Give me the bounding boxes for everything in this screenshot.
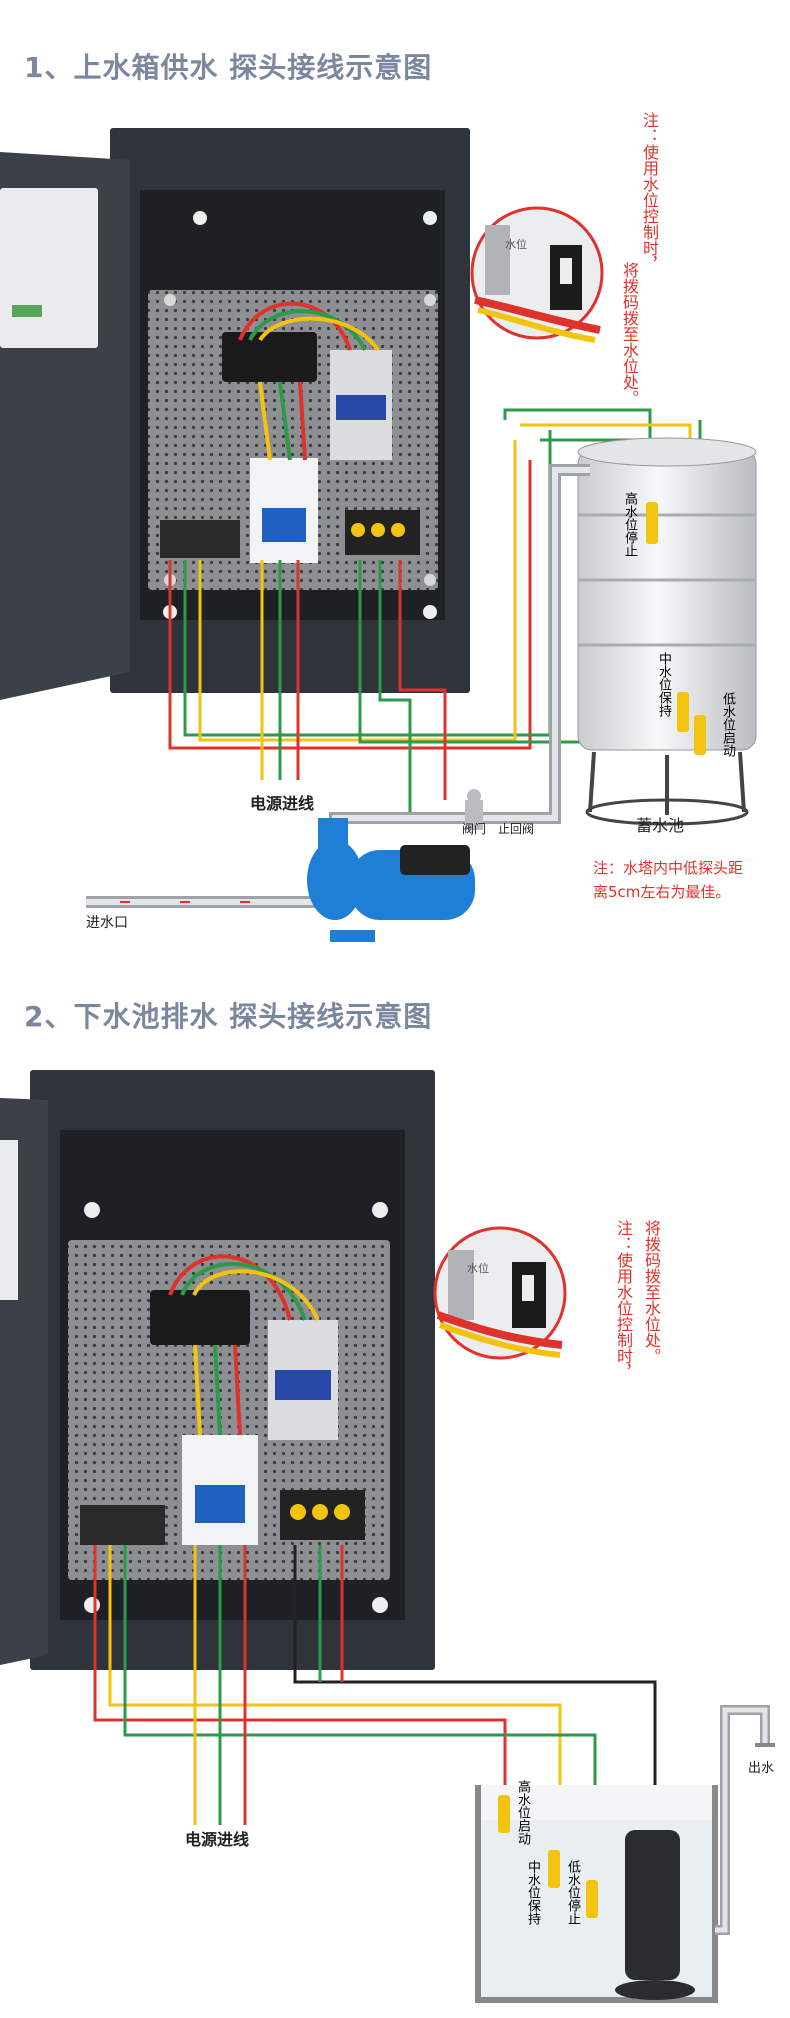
probe-high-1 xyxy=(646,502,658,544)
power-label-2: 电源进线 xyxy=(185,1830,250,1849)
check-valve-label: 止回阀 xyxy=(498,822,535,836)
note-bottom-2: 离5cm左右为最佳。 xyxy=(593,883,731,901)
valve-icon xyxy=(465,800,483,830)
submersible-pump xyxy=(625,1830,680,1980)
control-cabinet-2 xyxy=(0,1070,435,1670)
water-tank xyxy=(577,437,757,826)
relay-module-2 xyxy=(150,1290,250,1345)
probe-low-1 xyxy=(694,715,706,755)
tank-label: 蓄水池 xyxy=(636,816,685,835)
high-level-label-1: 高水位停止 xyxy=(622,492,637,557)
low-level-label-2: 低水位停止 xyxy=(565,1860,580,1925)
control-cabinet-1 xyxy=(0,128,470,700)
mid-level-label-2: 中水位保持 xyxy=(525,1860,540,1925)
terminal-block-left-2 xyxy=(80,1505,165,1545)
note-vertical-1b: 将拨码拨至水位处。 xyxy=(620,262,639,406)
mid-level-label-1: 中水位保持 xyxy=(656,652,671,717)
probe-high-2 xyxy=(498,1795,510,1833)
probe-mid-2 xyxy=(548,1850,560,1888)
display-panel xyxy=(0,188,98,348)
magnifier-1 xyxy=(470,206,604,343)
low-level-label-1: 低水位启动 xyxy=(720,692,735,757)
relay-module xyxy=(222,332,317,382)
section2-title: 2、下水池排水 探头接线示意图 xyxy=(24,1000,433,1033)
power-label-1: 电源进线 xyxy=(250,794,315,813)
valve-label: 阀门 xyxy=(462,822,487,836)
note-vertical-2a: 注：使用水位控制时， xyxy=(614,1220,633,1380)
high-level-label-2: 高水位启动 xyxy=(515,1780,530,1845)
switch-label-2: 水位 xyxy=(467,1262,489,1275)
probe-mid-1 xyxy=(677,692,689,732)
probe-low-2 xyxy=(586,1880,598,1918)
note-vertical-1a: 注：使用水位控制时， xyxy=(640,112,659,272)
outlet-label: 出水 xyxy=(748,1761,775,1776)
sump-pit xyxy=(475,1705,775,2003)
inlet-label: 进水口 xyxy=(86,915,128,931)
terminal-block-left xyxy=(160,520,240,558)
magnifier-2 xyxy=(433,1226,567,1360)
section1-title: 1、上水箱供水 探头接线示意图 xyxy=(24,51,433,84)
pump xyxy=(307,818,475,942)
note-bottom-1: 注：水塔内中低探头距 xyxy=(593,859,744,877)
switch-label-1: 水位 xyxy=(505,238,527,251)
note-vertical-2b: 将拨码拨至水位处。 xyxy=(642,1220,661,1364)
